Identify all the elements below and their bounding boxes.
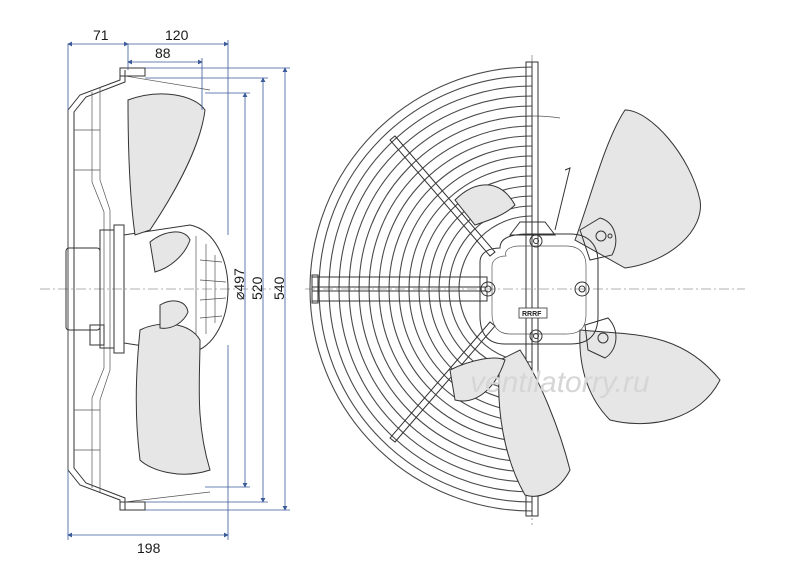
brand-logo: RRRF xyxy=(522,311,542,318)
dim-88-label: 88 xyxy=(155,45,171,61)
dim-497-label: ⌀497 xyxy=(231,268,247,300)
dim-120-label: 120 xyxy=(165,27,189,43)
front-blades xyxy=(449,109,721,497)
front-view: RRRF xyxy=(305,55,745,525)
front-motor-mounts xyxy=(508,217,617,359)
side-blades xyxy=(127,93,211,475)
dim-198-label: 198 xyxy=(137,540,161,556)
dim-71-label: 71 xyxy=(93,27,109,43)
dim-520-label: 520 xyxy=(249,276,265,300)
side-motor xyxy=(65,224,229,354)
side-view: 71 120 88 ⌀497 520 540 198 xyxy=(40,27,290,556)
watermark: ventilatorry.ru xyxy=(470,366,650,399)
dim-540-label: 540 xyxy=(271,276,287,300)
side-dimensions xyxy=(67,40,290,540)
front-motor-box: RRRF xyxy=(479,233,613,345)
side-guard xyxy=(67,67,211,511)
